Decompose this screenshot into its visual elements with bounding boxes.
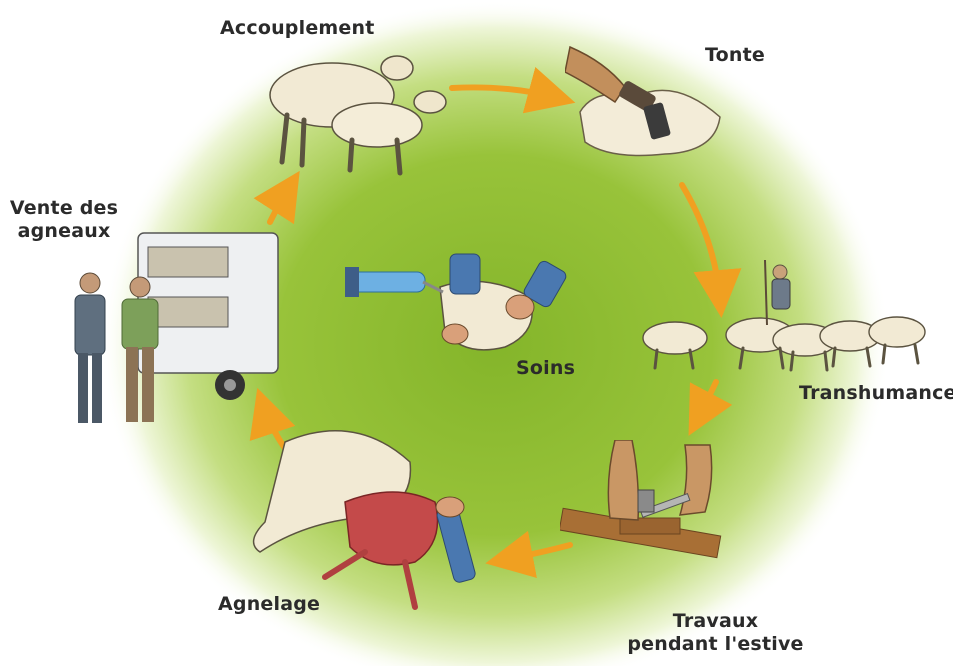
mating-sheep-icon <box>262 40 457 180</box>
label-soins: Soins <box>516 357 575 380</box>
label-tonte: Tonte <box>705 44 765 67</box>
label-vente-line2: agneaux <box>4 220 124 243</box>
label-travaux: Travaux pendant l'estive <box>618 610 813 656</box>
lambing-icon <box>245 422 500 612</box>
label-accouplement: Accouplement <box>220 17 375 40</box>
truck-buyers-icon <box>70 225 285 435</box>
label-agnelage: Agnelage <box>218 593 320 616</box>
label-vente: Vente des agneaux <box>4 197 124 243</box>
label-transhumance: Transhumance <box>799 382 953 405</box>
label-travaux-line1: Travaux <box>618 610 813 633</box>
flock-shepherd-icon <box>635 250 935 375</box>
label-travaux-line2: pendant l'estive <box>618 633 813 656</box>
veterinary-care-icon <box>345 252 570 372</box>
label-vente-line1: Vente des <box>4 197 124 220</box>
hammer-icon <box>560 440 725 570</box>
